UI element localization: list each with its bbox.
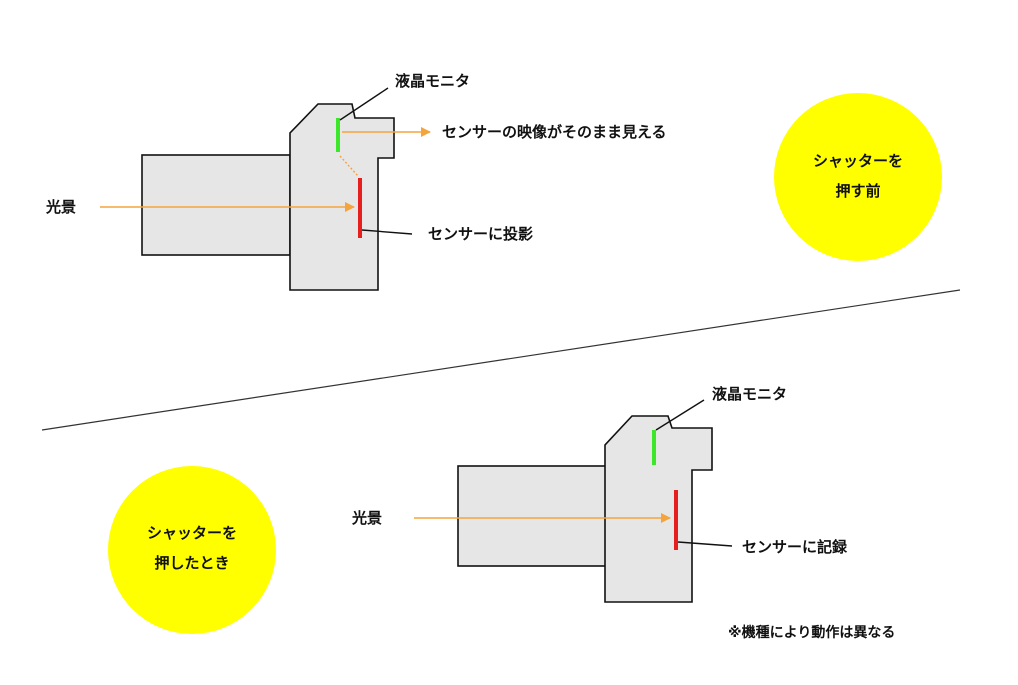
camera-before bbox=[141, 103, 395, 291]
light-label-after: 光景 bbox=[352, 509, 383, 527]
camera-after bbox=[457, 415, 713, 603]
before-badge-circle bbox=[774, 93, 942, 261]
light-label-before: 光景 bbox=[46, 198, 77, 216]
sensor-leader-after bbox=[677, 541, 733, 547]
sensor-leader-before bbox=[361, 229, 413, 235]
after-badge-line1: シャッターを bbox=[146, 524, 237, 542]
after-badge-text: シャッターを 押したとき bbox=[112, 518, 272, 578]
lens-after bbox=[457, 465, 607, 567]
section-divider bbox=[41, 289, 961, 431]
monitor-leader-before bbox=[339, 87, 389, 121]
monitor-leader-after bbox=[655, 399, 705, 431]
monitor-label-after: 液晶モニタ bbox=[712, 385, 788, 403]
sensor-desc-after: センサーに記録 bbox=[742, 538, 848, 556]
sensor-to-monitor-dotted bbox=[339, 155, 359, 177]
body-before bbox=[289, 103, 395, 291]
before-badge-line1: シャッターを bbox=[812, 152, 903, 170]
monitor-desc-before: センサーの映像がそのまま見える bbox=[442, 123, 667, 141]
after-badge-line2: 押したとき bbox=[154, 554, 230, 572]
sensor-desc-before: センサーに投影 bbox=[428, 225, 534, 243]
footnote: ※機種により動作は異なる bbox=[728, 625, 896, 641]
before-badge-text: シャッターを 押す前 bbox=[778, 146, 938, 206]
lens-before bbox=[141, 154, 291, 256]
body-after bbox=[604, 415, 713, 603]
after-badge-circle bbox=[108, 466, 276, 634]
monitor-label-before: 液晶モニタ bbox=[395, 72, 471, 90]
before-badge-line2: 押す前 bbox=[835, 182, 881, 200]
